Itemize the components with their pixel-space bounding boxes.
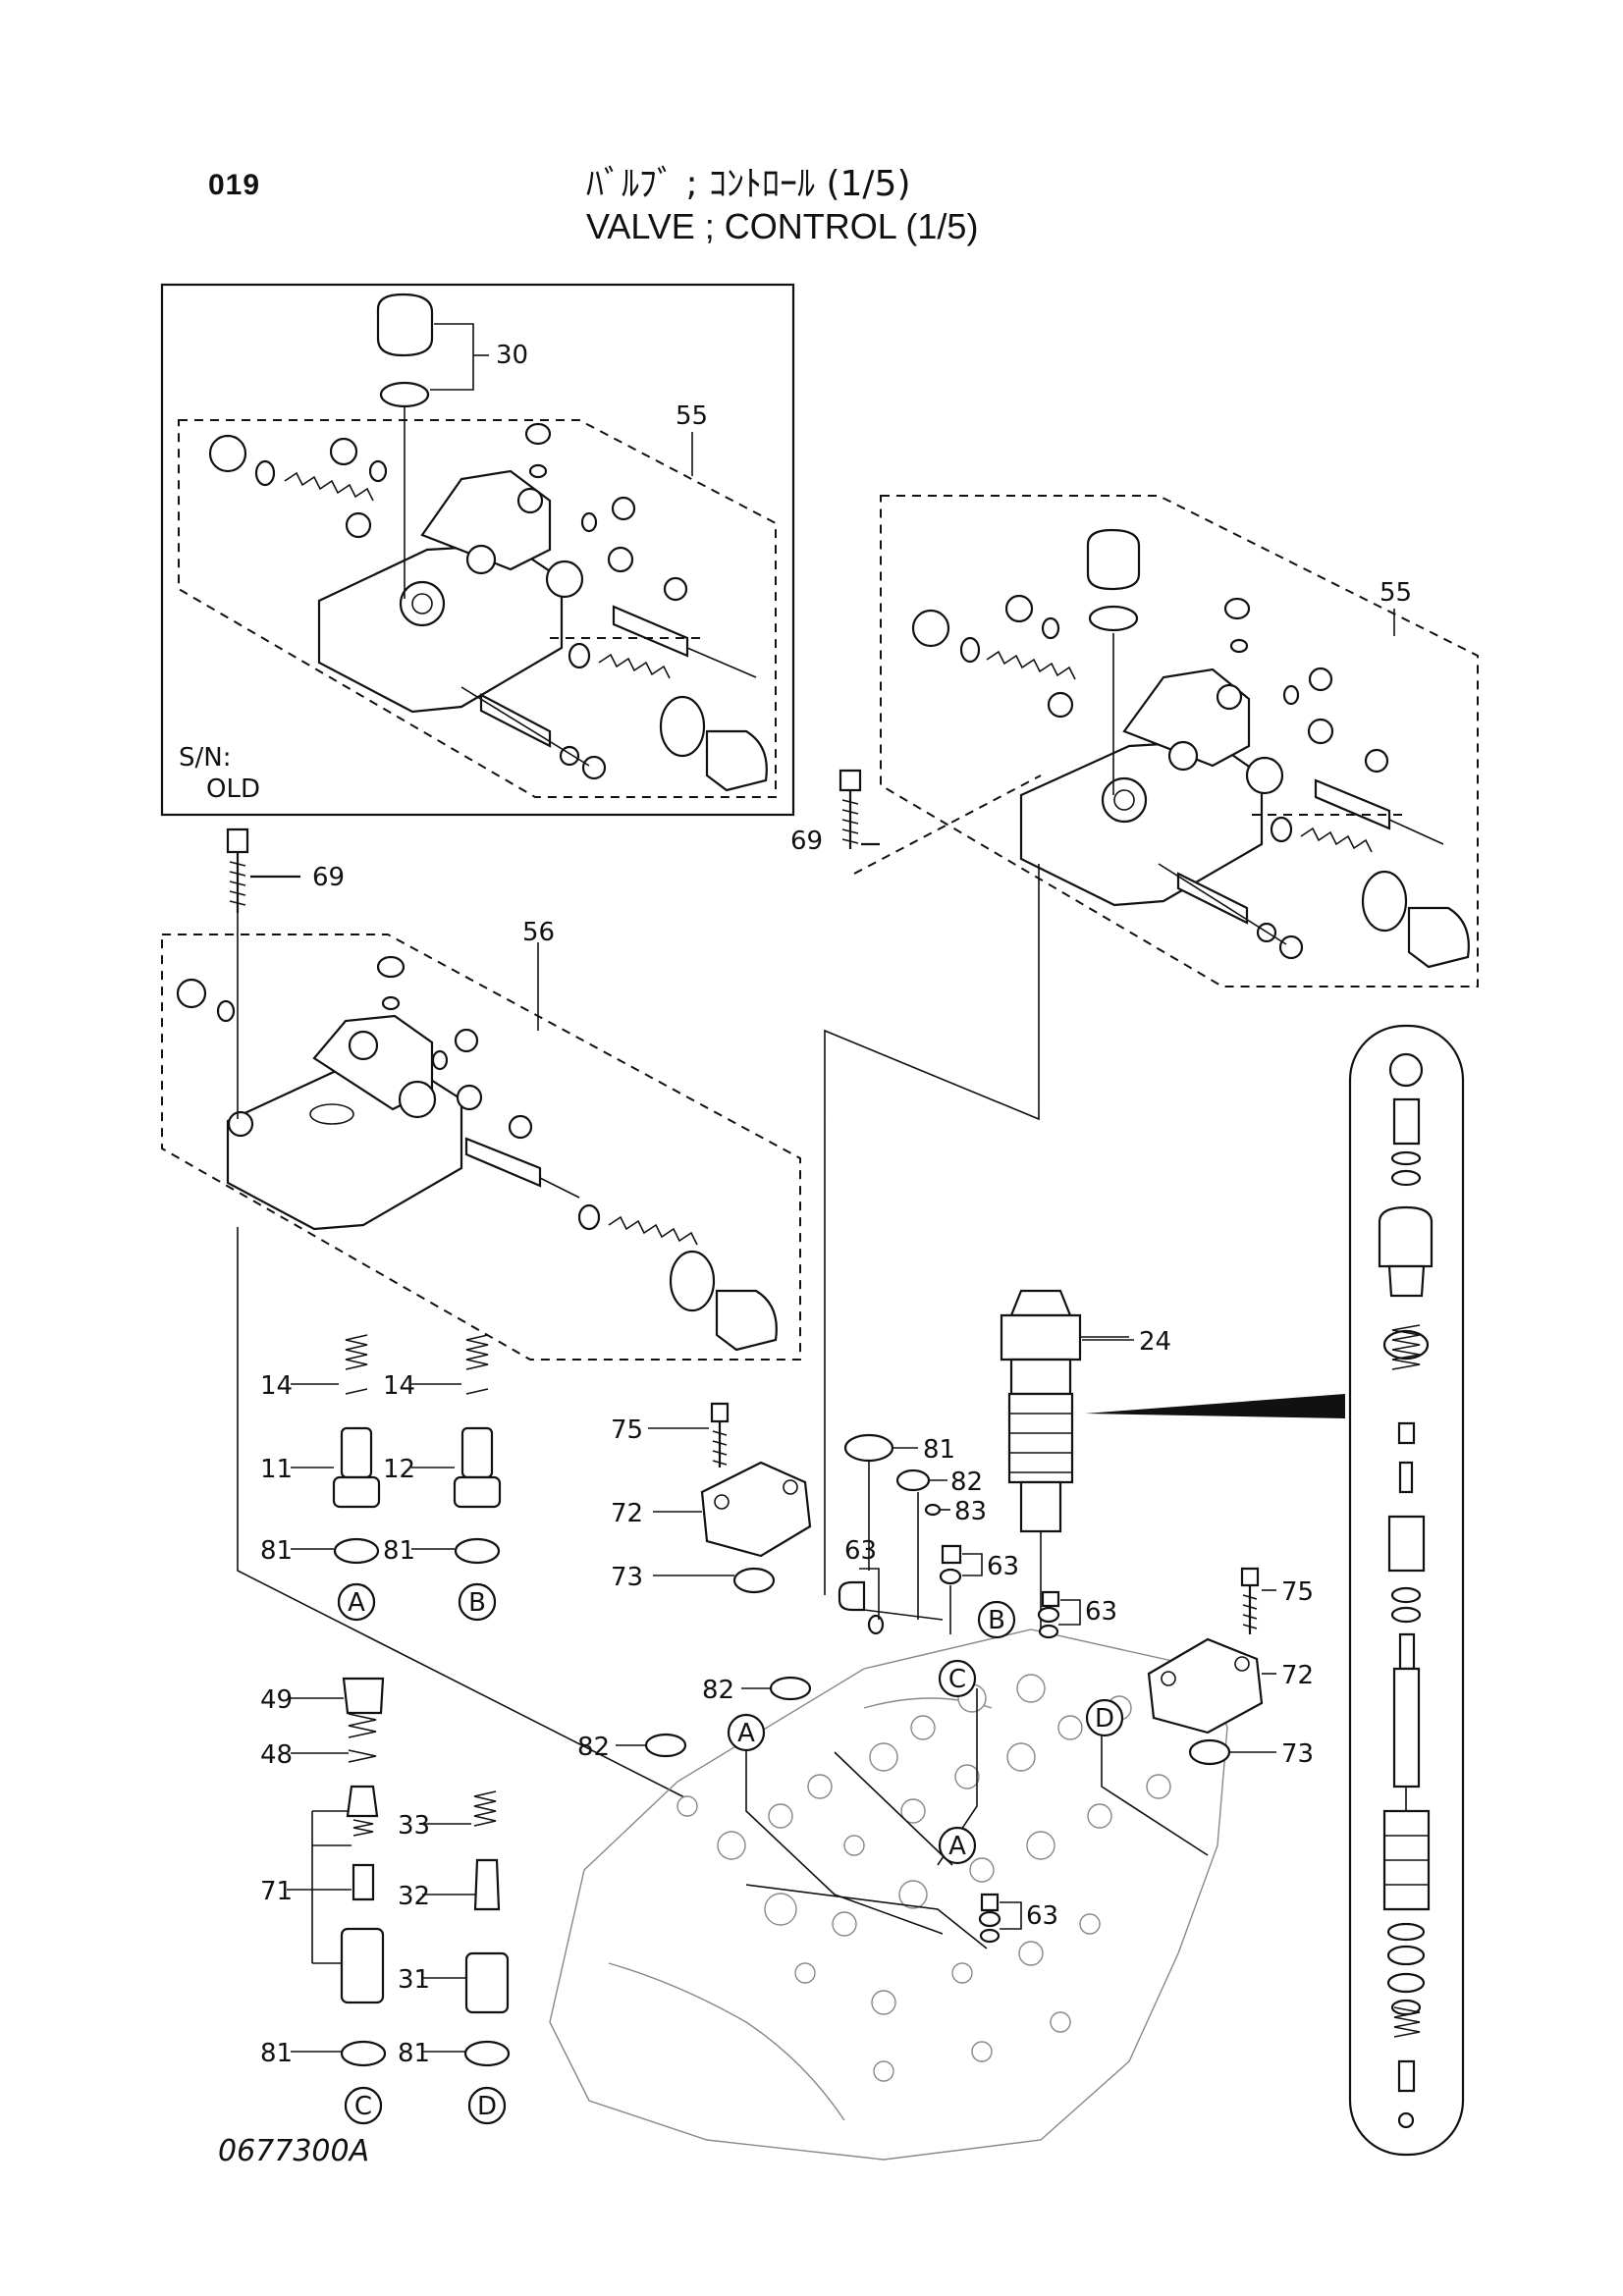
cover-plate-72-left xyxy=(700,1402,812,1594)
left-parts-column-d xyxy=(463,1790,511,2125)
callout-label: 81 xyxy=(398,2039,430,2068)
left-parts-column-a xyxy=(332,1334,381,1622)
drawing-number: 0677300A xyxy=(218,2134,370,2168)
callout-label: 24 xyxy=(1139,1327,1171,1357)
ref-marker-letter: C xyxy=(354,2092,372,2121)
callout-label: 33 xyxy=(398,1811,430,1841)
main-valve-body xyxy=(549,1629,1228,2161)
reference-markers: A B C D B C A D A xyxy=(337,1582,1124,2125)
ref-marker-b-body: B xyxy=(977,1600,1016,1639)
callout-label: 49 xyxy=(260,1685,293,1715)
center-orings-and-plugs xyxy=(644,1433,1060,1944)
callout-label: 81 xyxy=(260,2039,293,2068)
callout-label: 14 xyxy=(383,1371,415,1401)
ref-marker-letter: B xyxy=(468,1588,486,1618)
callout-label: 71 xyxy=(260,1877,293,1906)
callout-label: 63 xyxy=(844,1536,877,1566)
ref-marker-c: C xyxy=(344,2086,383,2125)
ref-marker-letter: A xyxy=(737,1719,755,1748)
valve-cartridge-24 xyxy=(1000,1289,1345,1629)
callout-label: 55 xyxy=(1380,578,1412,608)
callout-label: 73 xyxy=(611,1563,643,1592)
ref-marker-d-body: D xyxy=(1085,1698,1124,1737)
callout-label: 12 xyxy=(383,1455,415,1484)
callout-labels: 30 55 55 69 69 56 14 14 11 12 81 81 49 4… xyxy=(260,341,1412,2068)
ref-marker-letter: D xyxy=(477,2092,497,2121)
callout-label: 81 xyxy=(383,1536,415,1566)
old-serial-assembly-box: S/N: OLD xyxy=(160,283,795,817)
ref-marker-letter: B xyxy=(988,1606,1005,1635)
callout-label: 69 xyxy=(790,827,823,856)
callout-label: 63 xyxy=(1026,1901,1058,1931)
page-title-japanese: ﾊﾞﾙﾌﾞ ; ｺﾝﾄﾛｰﾙ (1/5) xyxy=(586,164,911,204)
ref-marker-letter: C xyxy=(948,1665,966,1694)
ref-marker-d: D xyxy=(467,2086,507,2125)
left-parts-column-b xyxy=(453,1334,502,1622)
callout-label: 82 xyxy=(577,1733,610,1762)
page-code: 019 xyxy=(208,169,261,201)
callout-label: 82 xyxy=(950,1468,983,1497)
callout-label: 73 xyxy=(1281,1739,1314,1769)
callout-label: 69 xyxy=(312,863,345,892)
ref-marker-letter: A xyxy=(948,1832,966,1861)
cartridge-exploded-column xyxy=(1348,1024,1465,2157)
ref-marker-a: A xyxy=(337,1582,376,1622)
ref-marker-letter: A xyxy=(348,1588,365,1618)
callout-label: 83 xyxy=(954,1497,987,1526)
callout-label: 63 xyxy=(987,1552,1019,1581)
callout-label: 31 xyxy=(398,1965,430,1995)
callout-label: 81 xyxy=(260,1536,293,1566)
ref-marker-a-body: A xyxy=(727,1713,766,1752)
callout-label: 72 xyxy=(611,1499,643,1528)
callout-label: 81 xyxy=(923,1435,955,1465)
callout-label: 32 xyxy=(398,1882,430,1911)
ref-marker-b: B xyxy=(458,1582,497,1622)
callout-label: 82 xyxy=(702,1676,734,1705)
cover-plate-72-right xyxy=(1147,1567,1264,1766)
callout-label: 63 xyxy=(1085,1597,1117,1627)
callout-leaders xyxy=(287,323,1395,2053)
ref-marker-c-body: C xyxy=(938,1659,977,1698)
callout-label: 56 xyxy=(522,918,555,947)
callout-label: 75 xyxy=(611,1415,643,1445)
sn-value: OLD xyxy=(206,774,260,804)
callout-label: 55 xyxy=(676,401,708,431)
right-valve-cover-assembly xyxy=(839,495,1479,988)
left-parts-column-c xyxy=(311,1677,387,2125)
ref-marker-a-lower: A xyxy=(938,1826,977,1865)
left-valve-cover-assembly-56 xyxy=(161,828,801,1361)
callout-label: 48 xyxy=(260,1740,293,1770)
sn-label: S/N: xyxy=(179,743,231,773)
page-title-english: VALVE ; CONTROL (1/5) xyxy=(586,206,979,246)
callout-label: 14 xyxy=(260,1371,293,1401)
callout-label: 30 xyxy=(496,341,528,370)
callout-label: 75 xyxy=(1281,1577,1314,1607)
ref-marker-letter: D xyxy=(1095,1704,1114,1734)
callout-label: 72 xyxy=(1281,1661,1314,1690)
callout-label: 11 xyxy=(260,1455,293,1484)
